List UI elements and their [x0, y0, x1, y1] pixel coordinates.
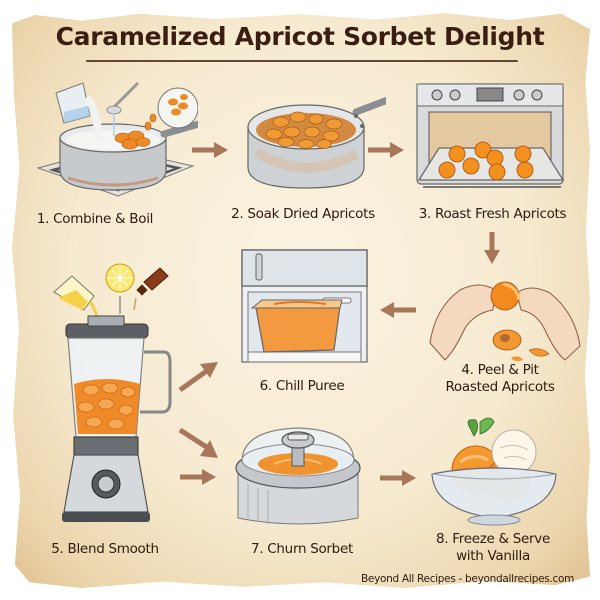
saucepan-on-stove-icon [36, 81, 198, 197]
step-7-label: 7. Churn Sorbet [251, 541, 353, 557]
fridge-container-icon [241, 249, 368, 363]
footer-credit: Beyond All Recipes - beyondallrecipes.co… [361, 573, 574, 585]
step-3-label: 3. Roast Fresh Apricots [418, 206, 567, 222]
step-8-label-line2: with Vanilla [456, 548, 530, 564]
hands-peeling-apricot-icon [429, 281, 581, 362]
arrow-up-right-icon [178, 362, 218, 393]
arrow-down-right-icon [178, 427, 218, 458]
blender-icon [53, 263, 172, 522]
arrow-right-icon [368, 142, 404, 158]
arrow-right-icon [180, 469, 216, 485]
arrow-down-icon [484, 232, 500, 264]
arrow-right-icon [192, 142, 228, 158]
sorbet-bowl-icon [431, 417, 557, 526]
step-5-label: 5. Blend Smooth [51, 541, 159, 557]
step-4-label-line2: Roasted Apricots [445, 379, 555, 395]
ice-cream-maker-icon [235, 427, 361, 525]
arrow-left-icon [380, 302, 416, 318]
step-6-label: 6. Chill Puree [259, 378, 345, 394]
step-1-label: 1. Combine & Boil [36, 211, 154, 227]
step-2-label: 2. Soak Dried Apricots [231, 206, 375, 222]
saucepan-with-apricots-icon [247, 96, 386, 189]
oven-with-apricots-icon [416, 83, 565, 188]
step-8-label-line1: 8. Freeze & Serve [436, 531, 550, 547]
page-title: Caramelized Apricot Sorbet Delight [55, 22, 545, 51]
step-4-label-line1: 4. Peel & Pit [461, 362, 539, 378]
title-underline [86, 60, 518, 62]
arrow-right-icon [380, 470, 416, 486]
